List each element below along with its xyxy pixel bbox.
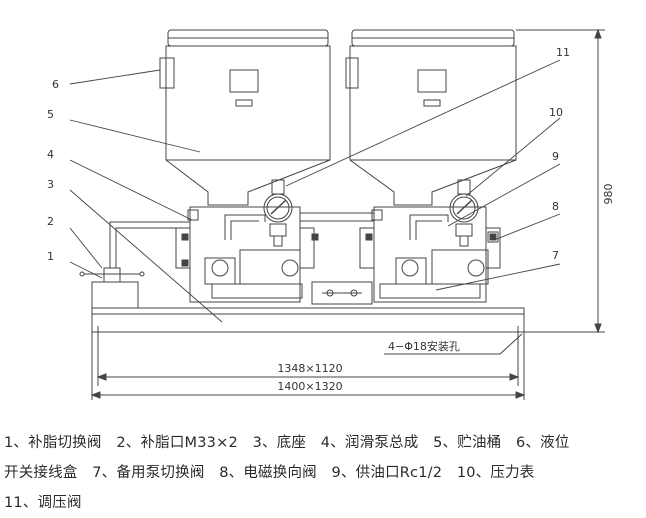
right-oil-drum: [349, 29, 517, 206]
outer-footprint-label: 1400×1320: [277, 380, 342, 393]
mounting-hole-leader: [384, 333, 523, 355]
height-dimension-label: 980: [602, 184, 615, 205]
left-pressure-gauge: [263, 179, 293, 247]
right-pressure-gauge: [449, 179, 479, 247]
pump-assembly-drawing: 980 1348×1120 1400×1320 4−Φ18安装孔 6 5 4 3…: [47, 28, 615, 400]
right-pump-assembly: [359, 206, 501, 303]
level-switch-box: [159, 57, 175, 89]
legend-line: 开关接线盒 7、备用泵切换阀 8、电磁换向阀 9、供油口Rc1/2 10、压力表: [4, 465, 535, 481]
component-legend: 1、补脂切换阀 2、补脂口M33×2 3、底座 4、润滑泵总成 5、贮油桶 6、…: [4, 428, 644, 518]
callout-2: 2: [47, 215, 54, 228]
callout-5: 5: [47, 108, 54, 121]
height-dimension: [516, 28, 605, 334]
callout-1: 1: [47, 250, 54, 263]
callout-4: 4: [47, 148, 54, 161]
callout-leaders: [69, 59, 561, 323]
legend-line: 11、调压阀: [4, 495, 82, 511]
callout-6: 6: [52, 78, 59, 91]
connecting-manifold: [299, 212, 375, 305]
callout-11: 11: [556, 46, 570, 59]
callout-10: 10: [549, 106, 563, 119]
width-dimension-lines: [90, 373, 526, 399]
callout-3: 3: [47, 178, 54, 191]
callout-7: 7: [552, 249, 559, 262]
left-pump-assembly: [175, 206, 319, 303]
right-side-box: [345, 57, 359, 89]
callout-8: 8: [552, 200, 559, 213]
callout-9: 9: [552, 150, 559, 163]
left-oil-drum: [165, 29, 331, 206]
inner-footprint-label: 1348×1120: [277, 362, 342, 375]
refill-switch-valve: [79, 221, 190, 309]
base-frame: [91, 307, 525, 400]
legend-line: 1、补脂切换阀 2、补脂口M33×2 3、底座 4、润滑泵总成 5、贮油桶 6、…: [4, 435, 570, 451]
mounting-hole-label: 4−Φ18安装孔: [388, 339, 460, 353]
